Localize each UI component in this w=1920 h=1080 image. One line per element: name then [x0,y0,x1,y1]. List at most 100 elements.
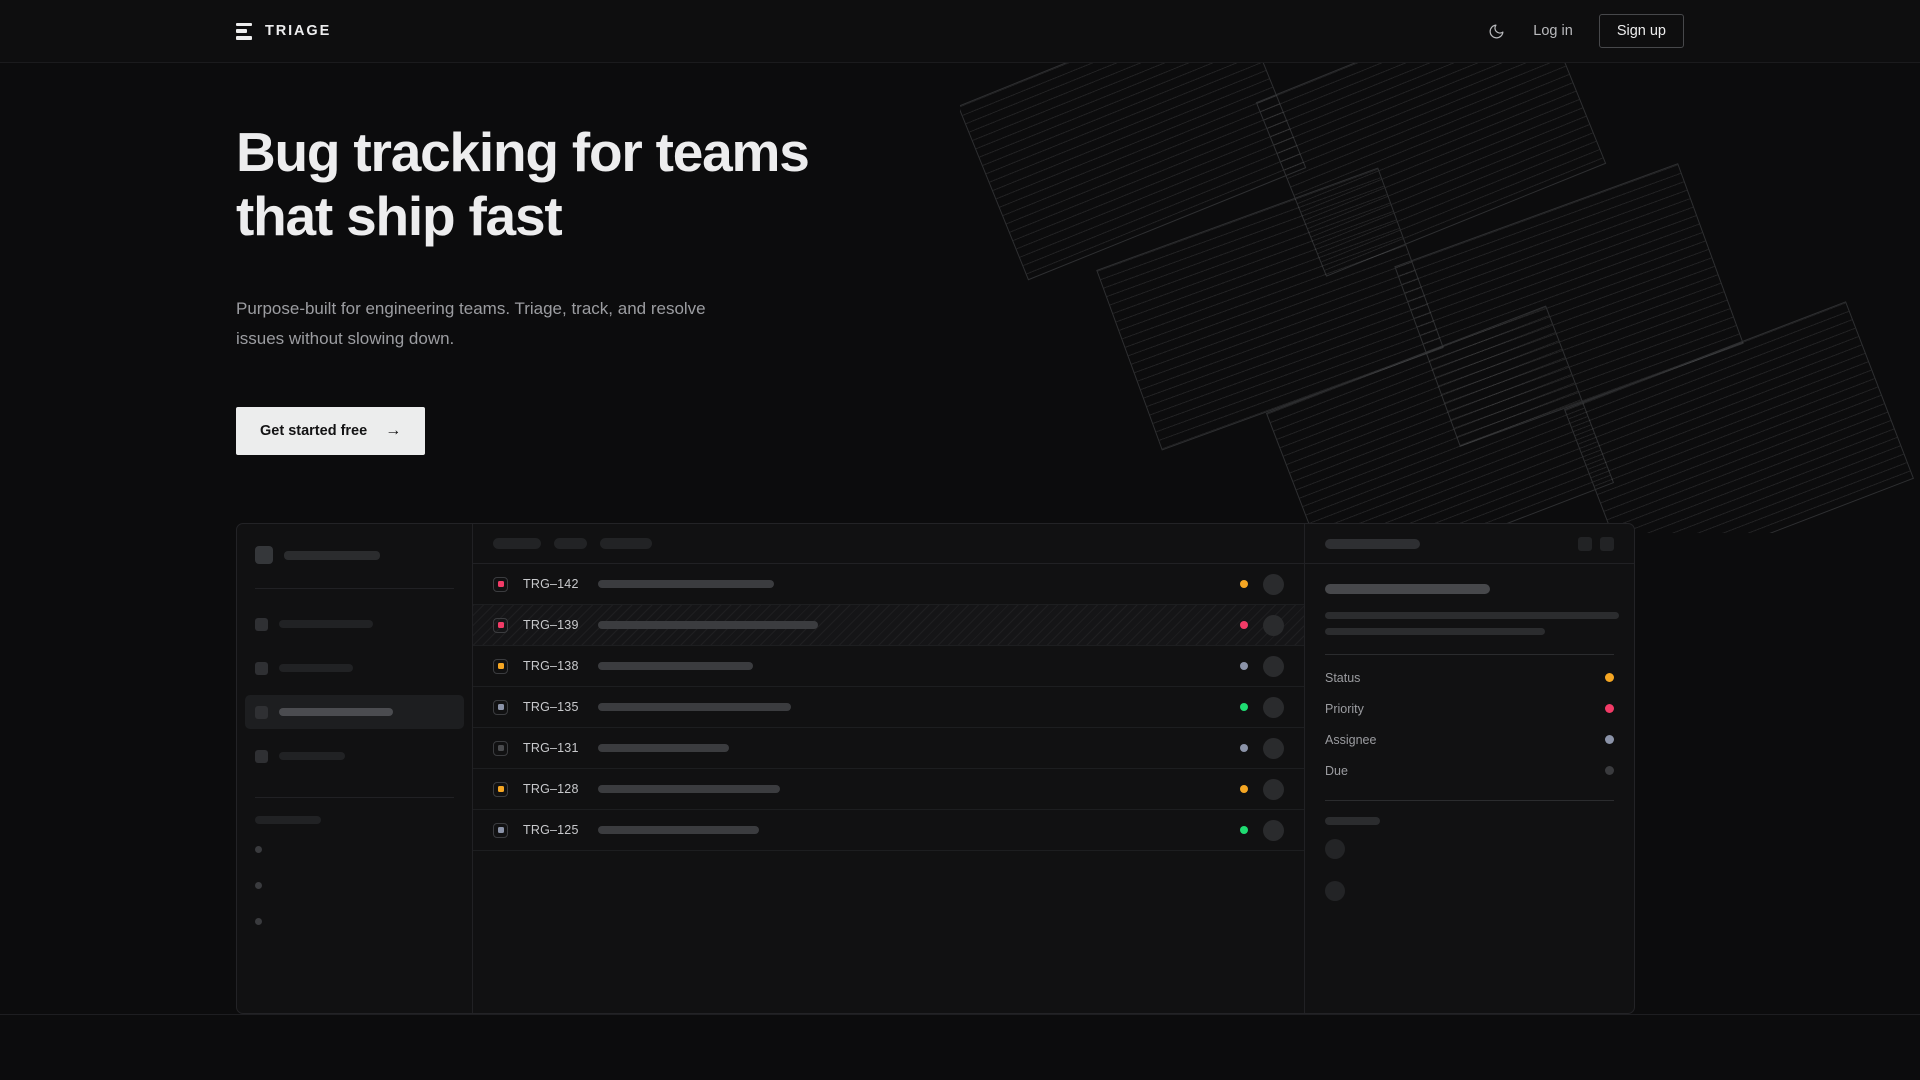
detail-action-button[interactable] [1578,536,1592,551]
sidebar-item-icon [255,749,268,763]
table-row[interactable]: TRG–139 [473,605,1304,646]
moon-icon[interactable] [1485,20,1507,42]
detail-body-line-placeholder [1325,628,1545,635]
top-navigation-bar: TRIAGE Log in Sign up [0,0,1920,63]
detail-action-button[interactable] [1600,536,1614,551]
sidebar-sub-item-dot-icon [255,917,262,925]
arrow-right-icon: → [385,422,402,439]
decor-panel [1265,305,1615,533]
issue-title-placeholder [598,826,759,834]
detail-meta-row[interactable]: Status [1325,662,1614,693]
filter-chip[interactable] [493,538,541,549]
issue-type-badge-icon [493,781,508,797]
sidebar-item-label [279,664,353,672]
avatar [1263,696,1284,718]
table-row[interactable]: TRG–128 [473,769,1304,810]
sidebar-sub-item[interactable] [255,910,454,932]
issue-id: TRG–135 [523,700,579,714]
table-row[interactable]: TRG–125 [473,810,1304,851]
detail-divider [1325,800,1614,801]
workspace-switcher[interactable] [255,546,454,564]
signup-button[interactable]: Sign up [1598,14,1684,48]
table-row[interactable]: TRG–131 [473,728,1304,769]
issue-id: TRG–131 [523,741,579,755]
comment-avatar [1325,881,1345,901]
sidebar-sub-item-dot-icon [255,881,262,889]
status-dot-icon [1240,826,1248,834]
detail-action-buttons[interactable] [1578,536,1614,551]
issue-id: TRG–139 [523,618,579,632]
comments-label-placeholder [1325,817,1380,825]
sidebar-item[interactable] [245,695,464,729]
table-row[interactable]: TRG–135 [473,687,1304,728]
detail-issue-title-placeholder [1325,584,1490,594]
issue-type-badge-icon [493,822,508,838]
issue-id: TRG–142 [523,577,579,591]
avatar [1263,737,1284,759]
detail-meta-row[interactable]: Priority [1325,693,1614,724]
page-title: Bug tracking for teams that ship fast [236,120,956,248]
get-started-button[interactable]: Get started free → [236,407,426,455]
sidebar-item-icon [255,661,268,675]
sidebar-sub-item[interactable] [255,838,454,860]
workspace-name-placeholder [284,550,380,560]
headline-line-2: that ship fast [236,185,563,247]
decor-panel [960,63,1307,281]
detail-meta-label: Priority [1325,701,1364,716]
table-row[interactable]: TRG–142 [473,564,1304,605]
detail-meta-row[interactable]: Assignee [1325,724,1614,755]
detail-meta-row[interactable]: Due [1325,755,1614,786]
login-link[interactable]: Log in [1533,23,1573,39]
decor-panel [1255,63,1607,277]
triage-bars-logo-icon [236,22,252,40]
avatar [1263,614,1284,636]
headline-line-1: Bug tracking for teams [236,121,810,183]
sidebar-item-label [279,708,393,716]
issue-title-placeholder [598,580,774,588]
detail-header [1305,524,1634,564]
sidebar-divider [255,797,454,798]
avatar [1263,573,1284,595]
sidebar-section-label [255,816,321,824]
issue-type-badge-icon [493,617,508,633]
comment-avatar [1325,839,1345,859]
decor-panel [1096,167,1444,451]
issue-id: TRG–128 [523,782,579,796]
avatar [1263,819,1284,841]
issue-id: TRG–138 [523,659,579,673]
row-meta [1240,778,1284,800]
status-dot-icon [1240,662,1248,670]
issue-title-placeholder [598,662,753,670]
issue-title-placeholder [598,744,729,752]
filter-chip[interactable] [554,538,587,549]
hero-subheading: Purpose-built for engineering teams. Tri… [236,299,706,348]
brand-logo[interactable]: TRIAGE [236,22,331,40]
row-meta [1240,696,1284,718]
row-meta [1240,614,1284,636]
issue-type-badge-icon [493,699,508,715]
sidebar-item[interactable] [245,739,464,773]
avatar [1263,655,1284,677]
sidebar-item[interactable] [245,651,464,685]
status-dot-icon [1240,621,1248,629]
sidebar-item-label [279,752,345,760]
nav-actions: Log in Sign up [1485,14,1684,48]
table-row[interactable]: TRG–138 [473,646,1304,687]
sidebar-item[interactable] [245,607,464,641]
detail-meta-label: Due [1325,763,1348,778]
sidebar-sub-item[interactable] [255,874,454,896]
detail-title-placeholder [1325,538,1420,549]
sidebar-item-icon [255,617,268,631]
detail-divider [1325,654,1614,655]
row-meta [1240,819,1284,841]
issue-list-toolbar [473,524,1304,564]
row-meta [1240,655,1284,677]
detail-meta-value-dot-icon [1605,735,1614,744]
avatar [1263,778,1284,800]
detail-body-line-placeholder [1325,612,1619,619]
row-meta [1240,573,1284,595]
filter-chip[interactable] [600,538,652,549]
